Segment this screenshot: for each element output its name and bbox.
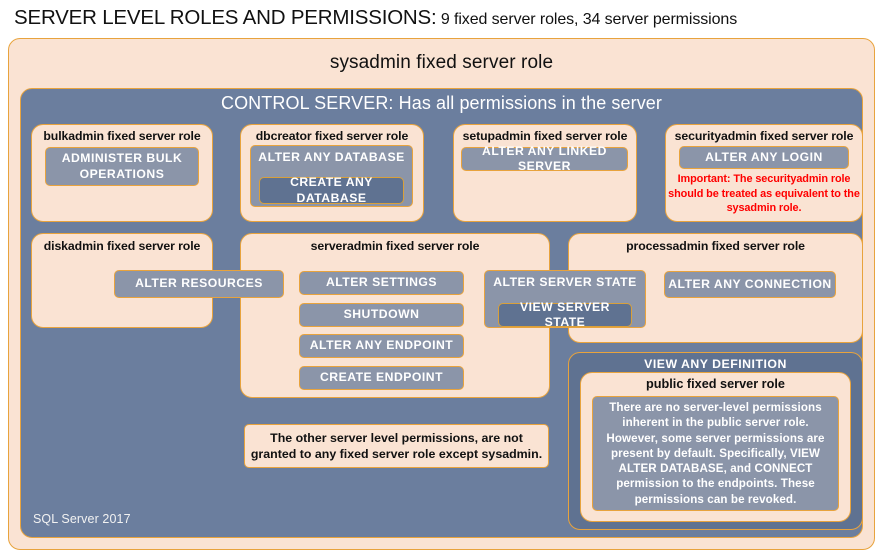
permission-view-any-definition-label: VIEW ANY DEFINITION [644,357,787,371]
role-label-diskadmin: diskadmin fixed server role [43,239,201,253]
sql-server-version-label: SQL Server 2017 [33,512,131,526]
role-label-serveradmin: serveradmin fixed server role [310,239,480,253]
control-server-label: CONTROL SERVER: Has all permissions in t… [220,93,663,113]
role-label-dbcreator: dbcreator fixed server role [255,129,409,143]
permission-view-server-state[interactable]: VIEW SERVER STATE [498,300,632,329]
permission-alter-resources[interactable]: ALTER RESOURCES [114,270,284,298]
page-title-subtitle: 9 fixed server roles, 34 server permissi… [436,11,738,28]
securityadmin-warning-text: Important: The securityadmin role should… [668,173,860,215]
role-label-bulkadmin: bulkadmin fixed server role [43,129,201,143]
permission-alter-any-linked-server[interactable]: ALTER ANY LINKED SERVER [461,144,628,173]
permission-alter-any-connection[interactable]: ALTER ANY CONNECTION [664,271,836,298]
page-title: SERVER LEVEL ROLES AND PERMISSIONS: 9 fi… [14,6,874,34]
sysadmin-role-label: sysadmin fixed server role [329,52,554,73]
role-label-processadmin: processadmin fixed server role [626,239,805,253]
role-label-securityadmin: securityadmin fixed server role [674,129,854,143]
public-role-note: There are no server-level permissions in… [592,396,839,511]
role-label-setupadmin: setupadmin fixed server role [462,129,628,143]
page-title-main: SERVER LEVEL ROLES AND PERMISSIONS: [14,6,437,29]
permission-shutdown[interactable]: SHUTDOWN [299,303,464,327]
role-box-setupadmin [453,124,637,222]
permission-alter-settings[interactable]: ALTER SETTINGS [299,271,464,295]
permission-alter-any-endpoint[interactable]: ALTER ANY ENDPOINT [299,334,464,358]
role-box-securityadmin [665,124,863,222]
role-label-public: public fixed server role [646,377,785,391]
other-permissions-footnote: The other server level permissions, are … [244,424,549,468]
permission-administer-bulk-operations[interactable]: ADMINISTER BULK OPERATIONS [45,147,199,186]
permission-create-any-database[interactable]: CREATE ANY DATABASE [259,175,404,205]
permission-create-endpoint[interactable]: CREATE ENDPOINT [299,366,464,390]
permission-alter-any-login[interactable]: ALTER ANY LOGIN [679,146,849,169]
